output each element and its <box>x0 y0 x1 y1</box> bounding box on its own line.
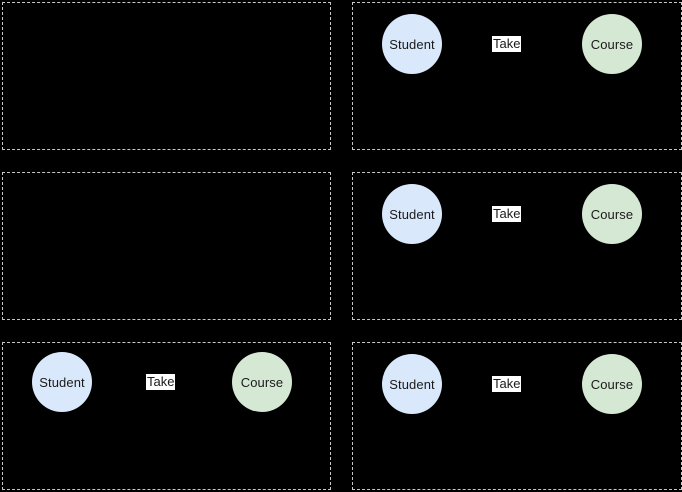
relationship-take[interactable]: Take <box>492 36 522 52</box>
entity-student[interactable]: Student <box>382 14 442 74</box>
entity-course[interactable]: Course <box>232 352 292 412</box>
relationship-take[interactable]: Take <box>146 374 176 390</box>
entity-student[interactable]: Student <box>382 354 442 414</box>
entity-course[interactable]: Course <box>582 184 642 244</box>
panel-row2-col1[interactable] <box>2 172 331 320</box>
relationship-take[interactable]: Take <box>492 206 522 222</box>
er-diagram: Student Take Course <box>353 173 681 319</box>
panel-row3-col2[interactable]: Student Take Course <box>352 342 682 490</box>
er-diagram: Student Take Course <box>353 343 681 489</box>
panel-row1-col2[interactable]: Student Take Course <box>352 2 682 150</box>
entity-course[interactable]: Course <box>582 354 642 414</box>
panel-row2-col2[interactable]: Student Take Course <box>352 172 682 320</box>
entity-course[interactable]: Course <box>582 14 642 74</box>
er-diagram: Student Take Course <box>353 3 681 149</box>
relationship-take[interactable]: Take <box>492 376 522 392</box>
panel-row1-col1[interactable] <box>2 2 331 150</box>
er-diagram: Student Take Course <box>3 343 330 489</box>
entity-student[interactable]: Student <box>382 184 442 244</box>
panel-row3-col1[interactable]: Student Take Course <box>2 342 331 490</box>
entity-student[interactable]: Student <box>32 352 92 412</box>
